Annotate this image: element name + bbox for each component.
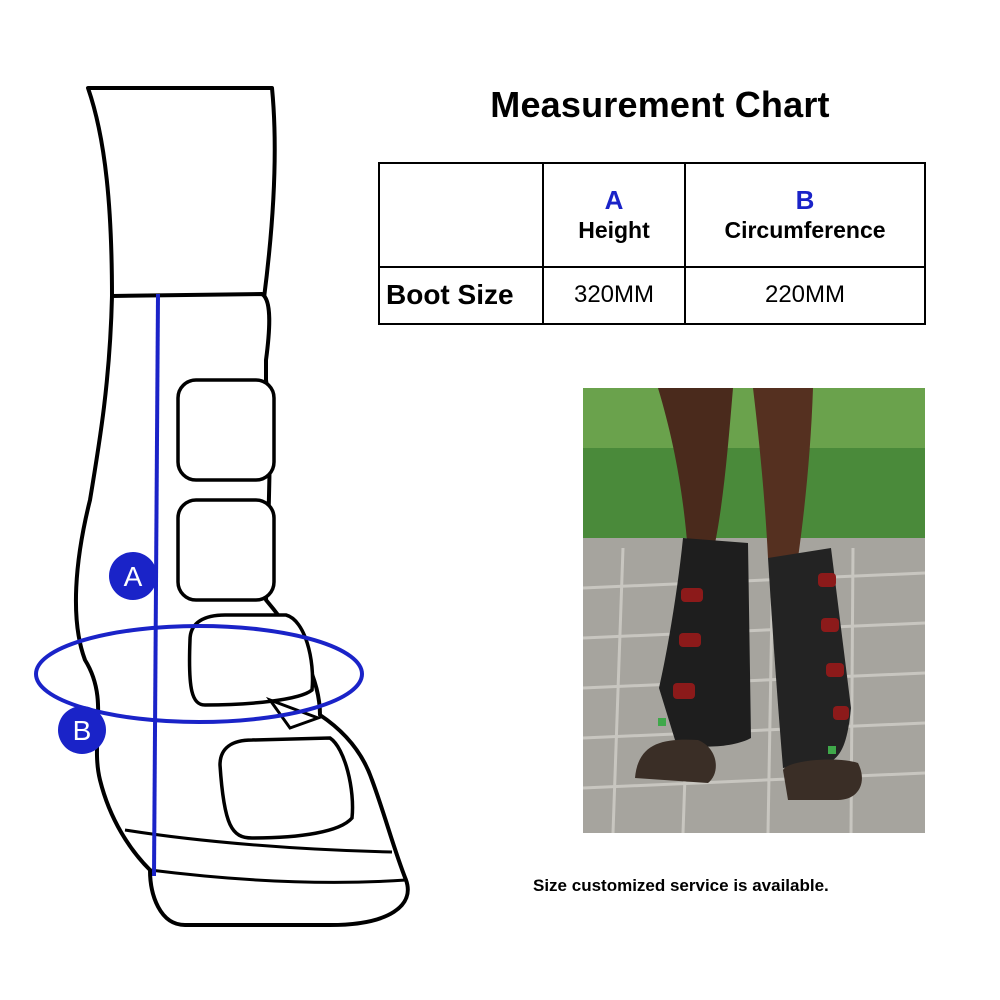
value-circumference: 220MM [684,265,926,326]
table-corner-cell [378,162,544,268]
marker-a-circle [109,552,157,600]
strap-4 [218,736,355,840]
measurement-table: A Height B Circumference Boot Size 320MM… [378,162,926,326]
header-a-name: Height [578,216,650,243]
header-b-letter: B [795,184,815,215]
marker-b-letter: B [73,715,92,746]
leg-outline [86,86,277,300]
value-height: 320MM [542,265,686,326]
hoof-right [783,759,862,800]
row-label-boot-size: Boot Size [378,265,544,326]
hoof-sole [149,868,407,884]
chart-title: Measurement Chart [490,84,830,125]
header-height: A Height [542,162,686,268]
circumference-ellipse [34,624,364,724]
strap-3 [187,613,315,707]
height-line [152,293,160,877]
strap-1 [176,378,276,482]
horse-leg-left [658,388,733,553]
header-circumference: B Circumference [684,162,926,268]
table-row: Boot Size 320MM 220MM [378,265,926,326]
boot-right [768,548,851,768]
hoof-left [635,739,716,783]
customization-note: Size customized service is available. [533,876,829,895]
header-b-name: Circumference [724,216,886,243]
product-photo [583,388,925,833]
horse-leg-right [753,388,813,558]
header-a-letter: A [604,184,624,215]
marker-a-letter: A [124,561,143,592]
strap-2 [176,498,276,602]
marker-b-circle [58,706,106,754]
table-header-row: A Height B Circumference [378,162,926,268]
